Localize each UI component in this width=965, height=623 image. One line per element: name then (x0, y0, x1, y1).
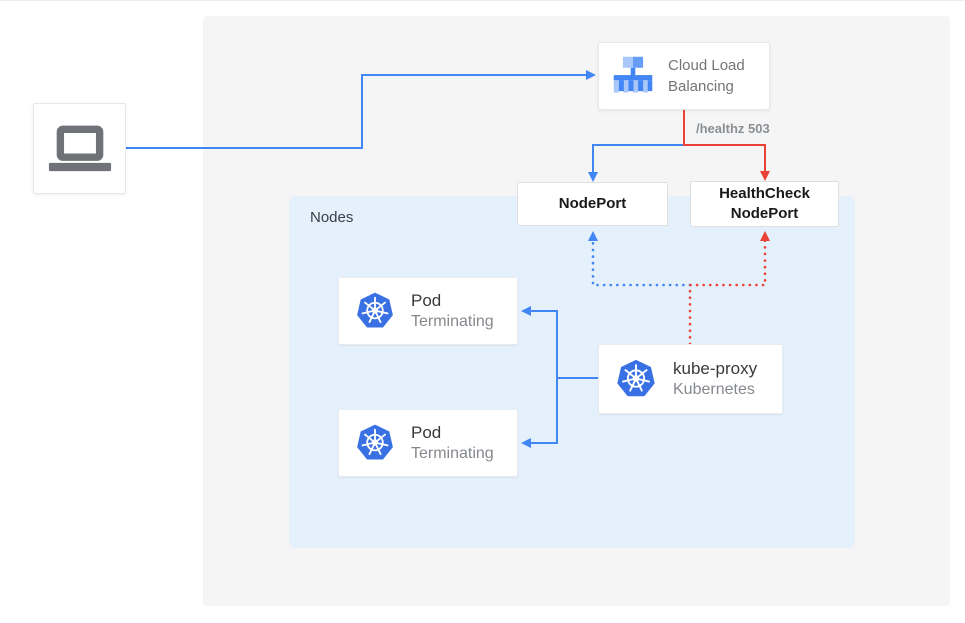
pod-1-node: Pod Terminating (338, 277, 518, 345)
pod-2-status: Terminating (411, 444, 494, 462)
node-port-node: NodePort (517, 182, 668, 226)
pod-2-node: Pod Terminating (338, 409, 518, 477)
kubernetes-icon (357, 292, 393, 328)
top-divider (0, 0, 965, 1)
kube-proxy-subtitle: Kubernetes (673, 380, 755, 398)
pod-1-title: Pod (411, 290, 442, 310)
pod-1-status: Terminating (411, 312, 494, 330)
healthz-edge-label: /healthz 503 (696, 121, 770, 136)
cloud-load-balancing-node: Cloud Load Balancing (598, 42, 770, 110)
kubernetes-icon (357, 424, 393, 460)
laptop-icon (48, 125, 111, 171)
cloud-load-balancing-label: Cloud Load Balancing (668, 57, 745, 95)
kube-proxy-node: kube-proxy Kubernetes (598, 344, 783, 414)
cloud-load-balancing-icon (613, 56, 653, 93)
node-port-label: NodePort (558, 194, 627, 212)
kubernetes-icon (617, 359, 655, 397)
client-node (33, 103, 126, 194)
kube-proxy-title: kube-proxy (673, 358, 758, 378)
health-check-node-port-label: HealthCheck NodePort (719, 184, 810, 222)
nodes-group-label: Nodes (310, 209, 354, 226)
pod-2-title: Pod (411, 422, 442, 442)
health-check-node-port-node: HealthCheck NodePort (690, 181, 839, 227)
